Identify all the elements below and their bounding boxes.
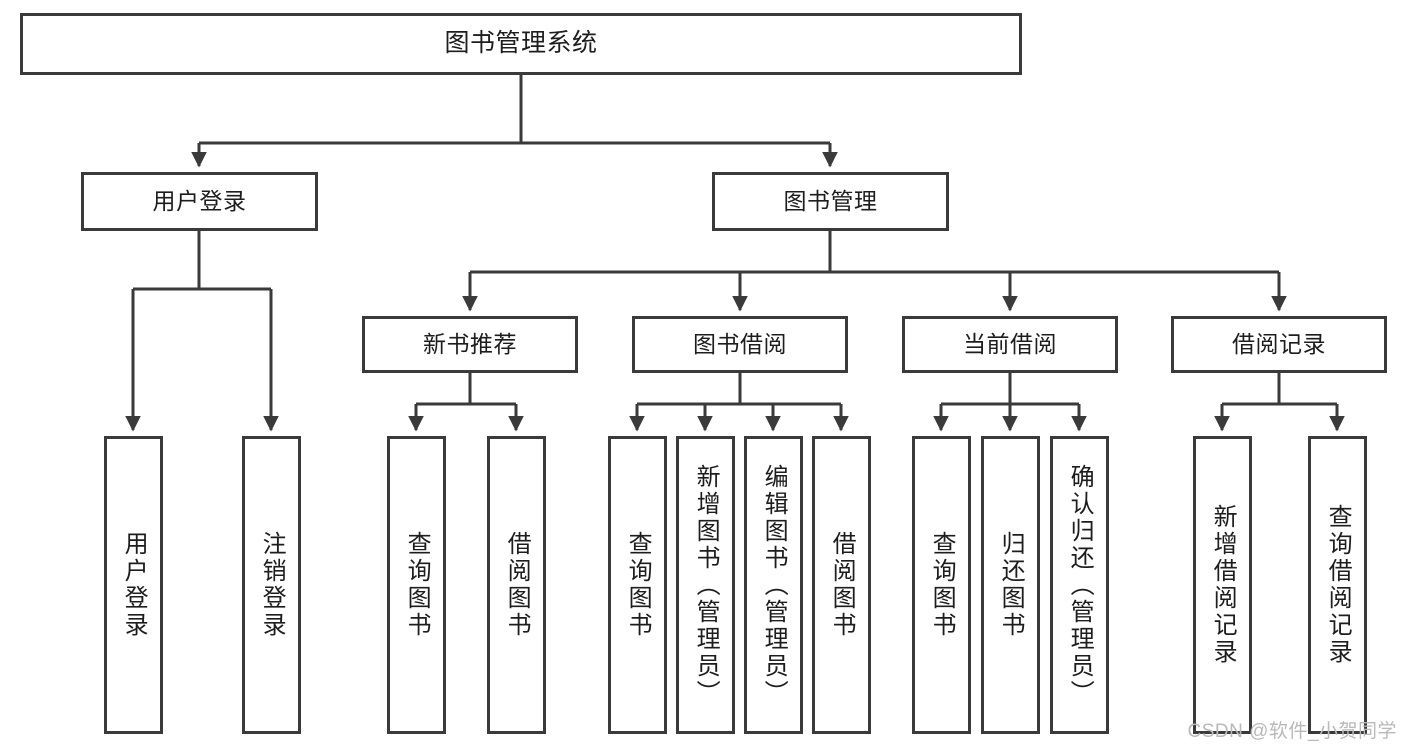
leaf-new-book-borrow-label: 借阅图书 <box>503 531 531 639</box>
node-root-system-label: 图书管理系统 <box>444 29 598 58</box>
leaf-user-login-logout[interactable]: 注销登录 <box>242 436 301 734</box>
node-book-management[interactable]: 图书管理 <box>712 172 949 231</box>
leaf-book-borrow-query-label: 查询图书 <box>624 531 652 639</box>
leaf-borrow-record-query-label: 查询借阅记录 <box>1324 504 1352 666</box>
leaf-book-borrow-edit-label: 编辑图书（管理员） <box>760 463 788 707</box>
node-book-management-label: 图书管理 <box>783 187 878 214</box>
node-new-book-recommend[interactable]: 新书推荐 <box>362 316 578 373</box>
node-user-login-label: 用户登录 <box>152 187 247 214</box>
leaf-new-book-query-label: 查询图书 <box>403 531 431 639</box>
leaf-book-borrow-add-label: 新增图书（管理员） <box>692 463 720 707</box>
leaf-user-login-login-label: 用户登录 <box>120 531 148 639</box>
leaf-new-book-query[interactable]: 查询图书 <box>387 436 446 734</box>
leaf-book-borrow-add[interactable]: 新增图书（管理员） <box>676 436 735 734</box>
csdn-watermark: CSDN @软件_小贺同学 <box>1187 721 1397 742</box>
node-current-borrow-label: 当前借阅 <box>963 330 1057 357</box>
leaf-current-borrow-query-label: 查询图书 <box>928 531 956 639</box>
leaf-user-login-logout-label: 注销登录 <box>258 531 286 639</box>
leaf-current-borrow-return-label: 归还图书 <box>997 531 1025 639</box>
leaf-borrow-record-query[interactable]: 查询借阅记录 <box>1308 436 1367 734</box>
leaf-current-borrow-return[interactable]: 归还图书 <box>981 436 1040 734</box>
node-book-borrow[interactable]: 图书借阅 <box>632 316 848 373</box>
node-current-borrow[interactable]: 当前借阅 <box>902 316 1118 373</box>
leaf-current-borrow-confirm-return-label: 确认归还（管理员） <box>1066 463 1094 707</box>
leaf-current-borrow-query[interactable]: 查询图书 <box>912 436 971 734</box>
node-book-borrow-label: 图书借阅 <box>693 330 787 357</box>
leaf-book-borrow-edit[interactable]: 编辑图书（管理员） <box>744 436 803 734</box>
node-borrow-record[interactable]: 借阅记录 <box>1171 316 1387 373</box>
leaf-book-borrow-query[interactable]: 查询图书 <box>608 436 667 734</box>
node-root-system[interactable]: 图书管理系统 <box>20 13 1022 75</box>
leaf-borrow-record-add[interactable]: 新增借阅记录 <box>1193 436 1252 734</box>
leaf-book-borrow-borrow[interactable]: 借阅图书 <box>812 436 871 734</box>
leaf-book-borrow-borrow-label: 借阅图书 <box>828 531 856 639</box>
leaf-new-book-borrow[interactable]: 借阅图书 <box>487 436 546 734</box>
node-borrow-record-label: 借阅记录 <box>1232 330 1326 357</box>
leaf-current-borrow-confirm-return[interactable]: 确认归还（管理员） <box>1050 436 1109 734</box>
node-user-login[interactable]: 用户登录 <box>81 172 318 231</box>
leaf-borrow-record-add-label: 新增借阅记录 <box>1209 504 1237 666</box>
leaf-user-login-login[interactable]: 用户登录 <box>104 436 163 734</box>
node-new-book-recommend-label: 新书推荐 <box>423 330 517 357</box>
